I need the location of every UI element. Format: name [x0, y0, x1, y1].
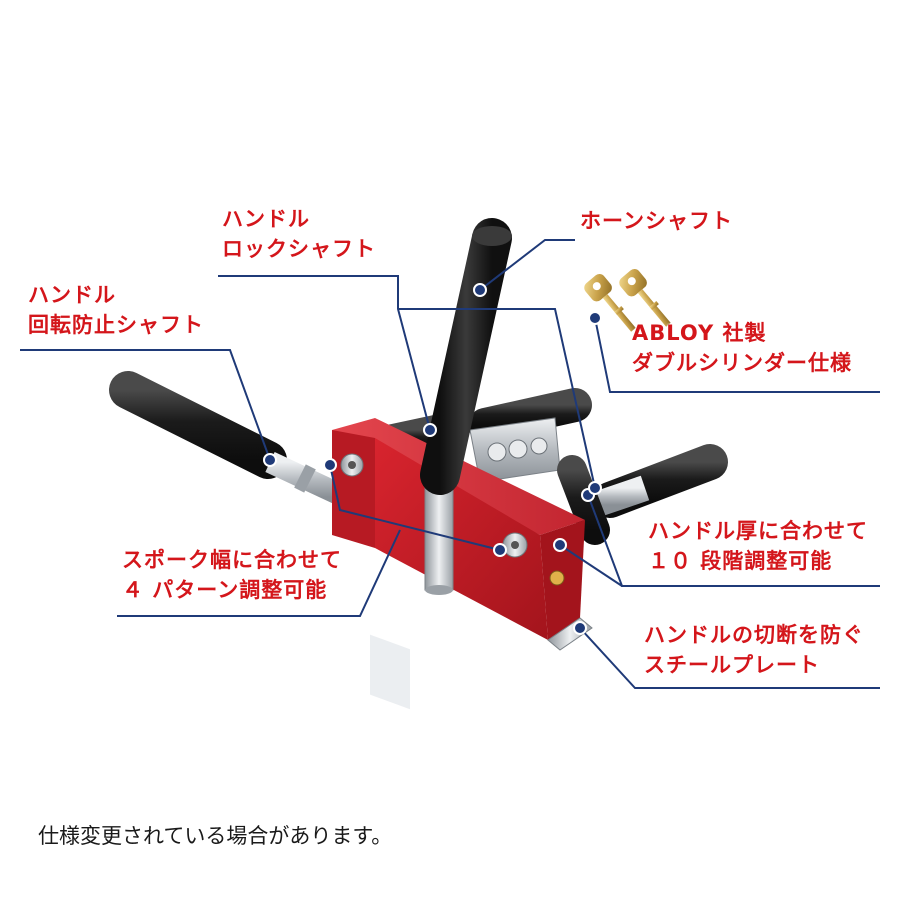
vertical-grip — [420, 218, 512, 495]
leader-dots — [263, 283, 602, 635]
callout-line: ホーンシャフト — [580, 209, 733, 233]
callout-line: 回転防止シャフト — [28, 313, 204, 337]
callout-line: ABLOY 社製 — [632, 321, 767, 345]
callout-line: スポーク幅に合わせて — [122, 548, 342, 572]
callout-line: ４ パターン調整可能 — [122, 578, 328, 602]
leader-spoke-1 — [117, 529, 401, 617]
callout-spoke-width: スポーク幅に合わせて ４ パターン調整可能 — [122, 545, 342, 605]
callout-horn-shaft: ホーンシャフト — [580, 206, 733, 236]
callout-line: ダブルシリンダー仕様 — [632, 351, 852, 375]
leader-handle-lock — [218, 275, 431, 431]
callout-line: ハンドルの切断を防ぐ — [644, 623, 864, 647]
callout-line: ハンドル — [222, 207, 310, 231]
callout-handle-lock-shaft: ハンドル ロックシャフト — [222, 204, 376, 264]
leader-steel-plate — [579, 627, 880, 689]
left-grip — [109, 371, 350, 507]
leader-handle-lock-2 — [398, 308, 596, 489]
specification-change-note: 仕様変更されている場合があります。 — [38, 824, 393, 848]
callout-line: スチールプレート — [644, 653, 820, 677]
abloy-keys — [584, 269, 671, 332]
leader-lines — [20, 239, 880, 689]
callout-handle-thickness: ハンドル厚に合わせて １０ 段階調整可能 — [648, 516, 868, 576]
callout-abloy: ABLOY 社製 ダブルシリンダー仕様 — [632, 318, 852, 378]
leader-abloy — [594, 317, 880, 393]
callout-handle-rotation-stop-shaft: ハンドル 回転防止シャフト — [28, 280, 204, 340]
callout-line: １０ 段階調整可能 — [648, 549, 833, 573]
leader-thickness-2 — [559, 544, 623, 587]
leader-spoke-2 — [329, 464, 501, 551]
callout-steel-plate: ハンドルの切断を防ぐ スチールプレート — [644, 620, 864, 680]
leader-horn-shaft — [479, 239, 575, 291]
callout-line: ロックシャフト — [222, 237, 376, 261]
rear-grip — [468, 388, 592, 442]
callout-line: ハンドル — [28, 283, 116, 307]
leader-rotation-stop — [20, 349, 271, 461]
callout-line: ハンドル厚に合わせて — [648, 519, 868, 543]
adjustment-bar — [469, 417, 561, 483]
